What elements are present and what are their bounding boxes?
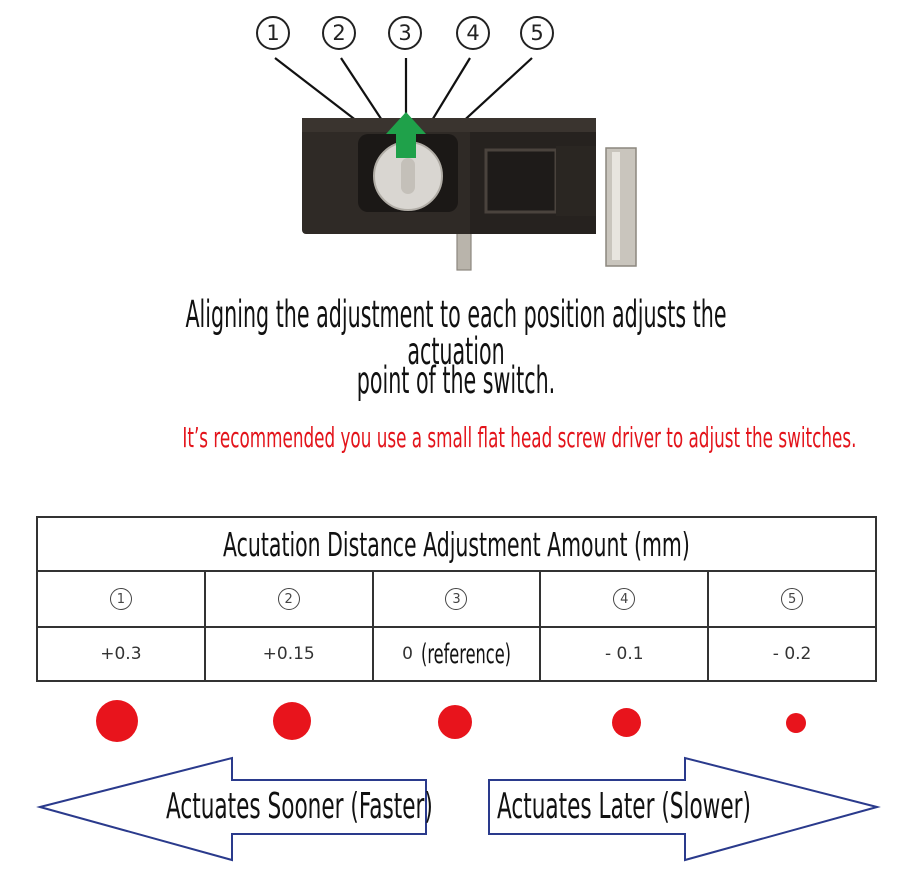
right-arrow-shape — [488, 756, 881, 862]
position-marker-3: 3 — [388, 16, 422, 50]
heading-line-1: Aligning the adjustment to each position… — [185, 293, 727, 373]
recommendation-note: It’s recommended you use a small flat he… — [182, 421, 857, 454]
actuation-dot-2 — [273, 702, 311, 740]
position-marker-1: 1 — [256, 16, 290, 50]
table-cell-value: - 0.2 — [772, 644, 812, 664]
left-arrow-label: Actuates Sooner (Faster) — [166, 786, 433, 827]
table-row-values: +0.3 +0.15 0(reference) - 0.1 - 0.2 — [38, 628, 875, 680]
table-title: Acutation Distance Adjustment Amount (mm… — [38, 518, 875, 572]
right-arrow-label: Actuates Later (Slower) — [497, 786, 751, 827]
actuation-dot-3 — [438, 705, 472, 739]
position-marker-5: 5 — [520, 16, 554, 50]
table-cell-position: 4 — [541, 572, 710, 626]
reference-note: (reference) — [420, 638, 511, 670]
switch-illustration — [274, 57, 637, 271]
table-row-positions: 1 2 3 4 5 — [38, 572, 875, 628]
actuation-dot-4 — [612, 708, 641, 737]
position-marker-2: 2 — [322, 16, 356, 50]
table-cell-position: 3 — [374, 572, 542, 626]
table-cell-position: 1 — [38, 572, 206, 626]
position-marker-4: 4 — [456, 16, 490, 50]
table-cell-value: +0.3 — [38, 628, 206, 680]
table-cell-value: - 0.1 — [541, 628, 710, 680]
table-cell-value: 0(reference) — [374, 628, 542, 680]
table-cell-position: 5 — [709, 572, 875, 626]
heading-line-2: point of the switch. — [356, 359, 556, 402]
green-arrow-icon — [386, 112, 426, 158]
left-arrow-shape — [36, 756, 427, 862]
adjustment-table: Acutation Distance Adjustment Amount (mm… — [36, 516, 877, 682]
arrow-graphics — [36, 756, 881, 862]
table-cell-value: +0.15 — [206, 628, 374, 680]
table-cell-position: 2 — [206, 572, 374, 626]
actuation-dot-1 — [96, 700, 138, 742]
actuation-dot-5 — [786, 713, 806, 733]
